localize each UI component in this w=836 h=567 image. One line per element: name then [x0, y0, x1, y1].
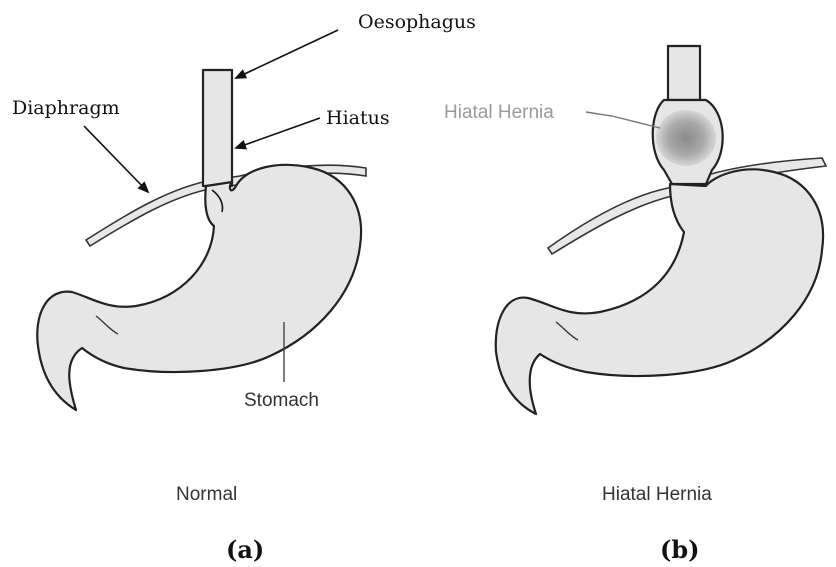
stomach [37, 165, 361, 410]
oesophagus-label: Oesophagus [358, 11, 476, 33]
hiatal-hernia-label: Hiatal Hernia [444, 102, 554, 123]
panel-b-tag: (b) [660, 535, 700, 564]
oesophagus [668, 46, 700, 100]
oesophagus [203, 70, 232, 186]
hiatus-arrow [236, 118, 320, 148]
panel-b-hiatal-hernia: Hiatal Hernia Hiatal Hernia (b) [444, 46, 826, 564]
panel-a-tag: (a) [226, 535, 264, 564]
panel-a-caption: Normal [176, 484, 237, 505]
diaphragm-label: Diaphragm [12, 97, 120, 119]
oesophagus-arrow [236, 30, 338, 78]
hiatus-label: Hiatus [326, 107, 390, 129]
panel-a-normal: Oesophagus Diaphragm Hiatus Stomach Norm… [12, 11, 476, 564]
panel-b-caption: Hiatal Hernia [602, 484, 712, 505]
stomach-label: Stomach [244, 390, 319, 411]
stomach [496, 169, 823, 414]
hernia-leader [586, 112, 660, 128]
diaphragm-arrow [84, 126, 148, 192]
hernia-shading [656, 110, 716, 166]
